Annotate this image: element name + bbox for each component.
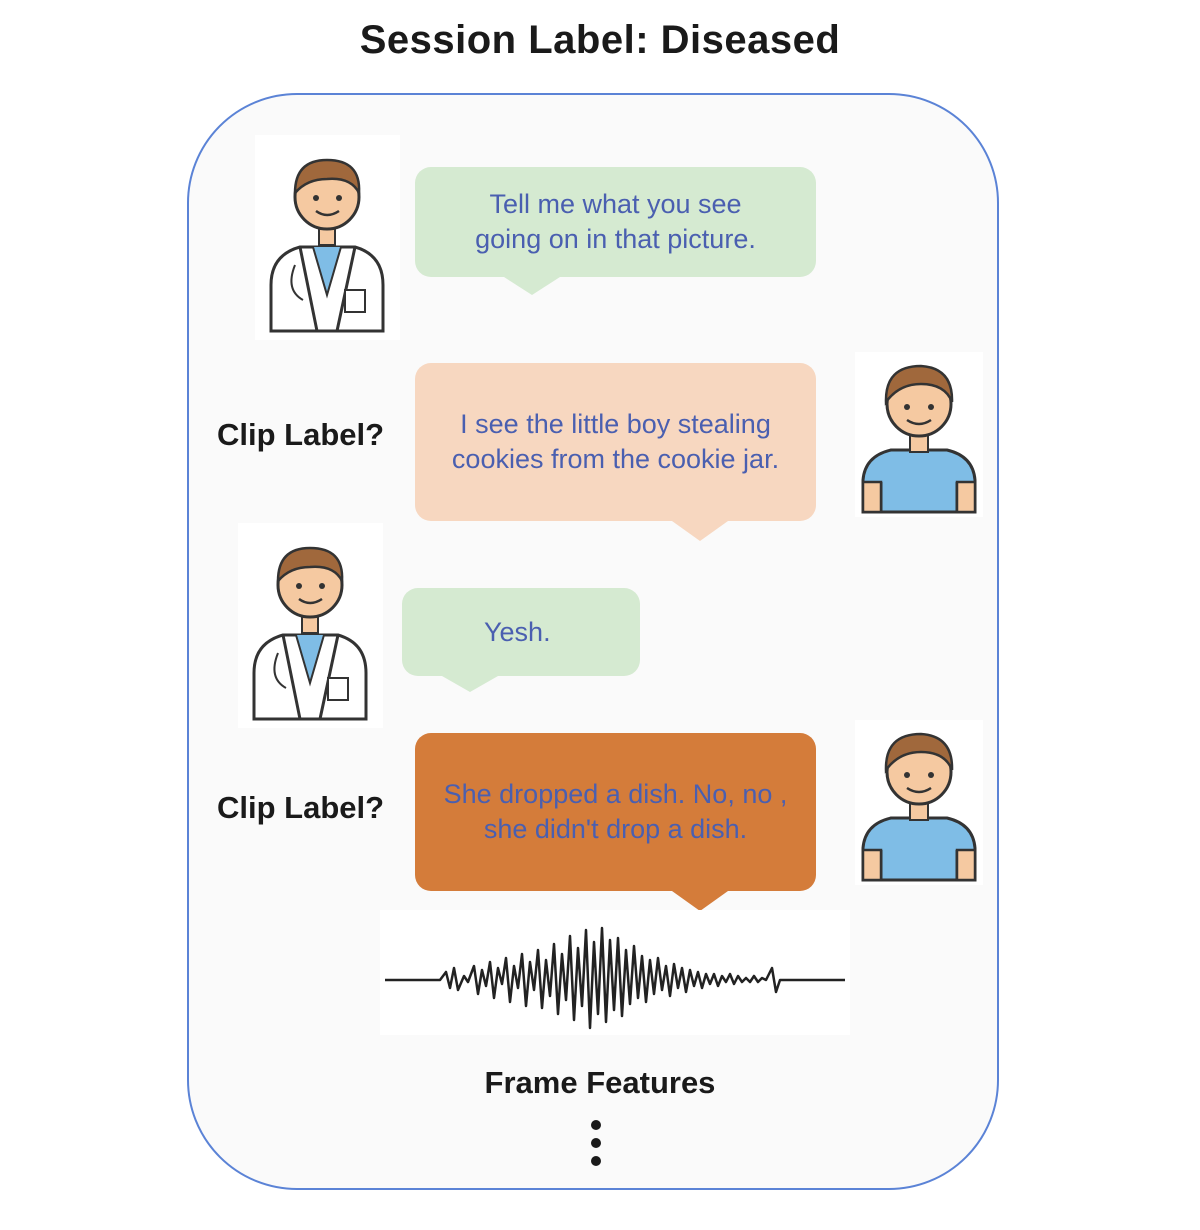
patient-speech-bubble: I see the little boy stealing cookies fr…: [415, 363, 816, 521]
patient-speech-text: She dropped a dish. No, no , she didn't …: [443, 779, 788, 844]
frame-features-label: Frame Features: [484, 1065, 716, 1100]
doctor-avatar-icon: [238, 523, 383, 728]
patient-speech-bubble: She dropped a dish. No, no , she didn't …: [415, 733, 816, 891]
waveform-icon: [380, 910, 850, 1035]
clip-label: Clip Label?: [217, 417, 385, 452]
doctor-speech-bubble: Tell me what you see going on in that pi…: [415, 167, 816, 277]
doctor-avatar-icon: [255, 135, 400, 340]
doctor-speech-text: Tell me what you see going on in that pi…: [475, 189, 756, 254]
session-label-title: Session Label: Diseased: [359, 18, 841, 62]
vertical-ellipsis-icon: [588, 1120, 604, 1174]
doctor-speech-bubble: Yesh.: [402, 588, 640, 676]
patient-avatar-icon: [855, 720, 983, 885]
patient-speech-text: I see the little boy stealing cookies fr…: [451, 409, 780, 474]
bubble-tail: [672, 521, 728, 541]
doctor-speech-text: Yesh.: [484, 616, 551, 647]
bubble-tail: [672, 891, 728, 911]
patient-avatar-icon: [855, 352, 983, 517]
bubble-tail: [504, 277, 560, 295]
bubble-tail: [442, 676, 498, 692]
clip-label: Clip Label?: [217, 790, 385, 825]
